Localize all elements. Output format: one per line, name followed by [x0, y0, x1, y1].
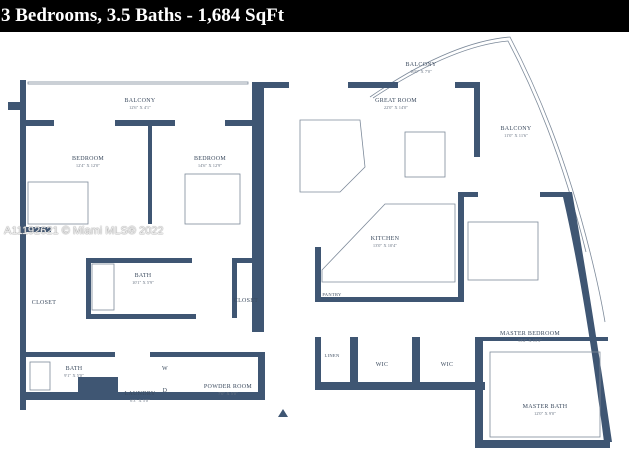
- svg-text:10'1" X 5'9": 10'1" X 5'9": [132, 280, 154, 285]
- svg-text:11'0" X 11'6": 11'0" X 11'6": [504, 133, 528, 138]
- svg-text:12'4" X 12'0": 12'4" X 12'0": [76, 163, 100, 168]
- floor-plan: BALCONY 12'6" X 4'1" BALCONY 16'0" X 7'0…: [8, 36, 612, 448]
- entry-arrow-icon: [278, 409, 288, 417]
- bedroom-1-label: BEDROOM: [72, 156, 104, 162]
- svg-text:13'0" X 10'4": 13'0" X 10'4": [373, 243, 397, 248]
- laundry-label: LAUNDRY: [124, 391, 155, 397]
- linen-label: LINEN: [325, 353, 340, 358]
- bath-2-label: BATH: [66, 366, 83, 372]
- closet-1-label: CLOSET: [32, 300, 57, 306]
- svg-text:16'0" X 7'0": 16'0" X 7'0": [410, 69, 432, 74]
- wic-2-label: WIC: [441, 362, 454, 368]
- master-bedroom-label: MASTER BEDROOM: [500, 331, 560, 337]
- washer-label: W: [162, 366, 168, 372]
- great-room-label: GREAT ROOM: [375, 98, 417, 104]
- bedroom-2-label: BEDROOM: [194, 156, 226, 162]
- closet-2-label: CLOSET: [234, 298, 259, 304]
- watermark: A11192621 © Miami MLS® 2022: [4, 225, 164, 237]
- dryer-label: D: [163, 388, 168, 394]
- kitchen-label: KITCHEN: [371, 236, 400, 242]
- balcony-top-label: BALCONY: [405, 62, 436, 68]
- svg-text:13'2" X 15'3": 13'2" X 15'3": [518, 338, 542, 343]
- balcony-railing-left: [27, 81, 249, 85]
- svg-text:6'3" X 5'0": 6'3" X 5'0": [130, 398, 150, 403]
- svg-text:12'6" X 4'1": 12'6" X 4'1": [129, 105, 151, 110]
- svg-text:9'1" X 5'0": 9'1" X 5'0": [64, 373, 84, 378]
- pantry-label: PANTRY: [322, 292, 342, 297]
- balcony-right-label: BALCONY: [500, 126, 531, 132]
- svg-text:12'0" X 9'0": 12'0" X 9'0": [534, 411, 556, 416]
- powder-room-label: POWDER ROOM: [204, 384, 253, 390]
- bath-1-label: BATH: [135, 273, 152, 279]
- svg-text:14'6" X 12'9": 14'6" X 12'9": [198, 163, 222, 168]
- balcony-railing: [369, 36, 606, 323]
- room-labels: BALCONY 12'6" X 4'1" BALCONY 16'0" X 7'0…: [32, 62, 568, 416]
- svg-text:7'0" X 5'0": 7'0" X 5'0": [218, 391, 238, 396]
- svg-text:22'0" X 14'0": 22'0" X 14'0": [384, 105, 408, 110]
- furniture: [27, 119, 601, 438]
- master-bath-label: MASTER BATH: [523, 404, 568, 410]
- balcony-left-label: BALCONY: [124, 98, 155, 104]
- listing-title: 3 Bedrooms, 3.5 Baths - 1,684 SqFt: [0, 0, 629, 32]
- wic-1-label: WIC: [376, 362, 389, 368]
